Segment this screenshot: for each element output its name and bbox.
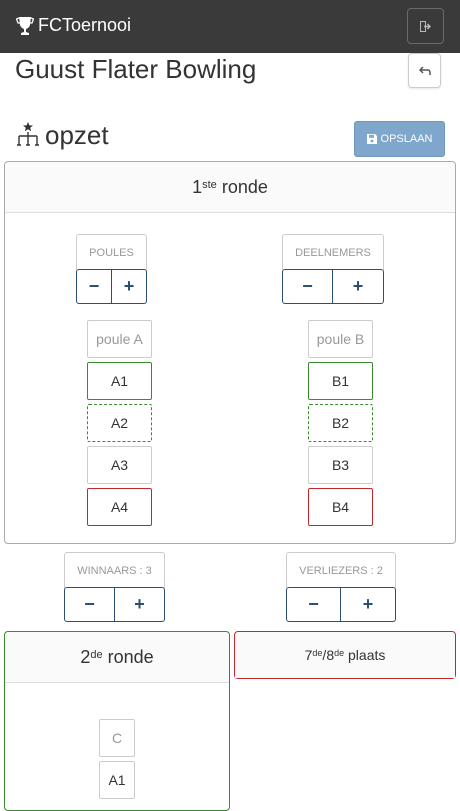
save-label: OPSLAAN <box>380 133 433 145</box>
page-title: Guust Flater Bowling <box>15 54 257 84</box>
losers-label: VERLIEZERS : 2 <box>286 552 396 588</box>
place-a3[interactable]: A3 <box>87 446 152 484</box>
round-1-number: 1 <box>192 176 203 197</box>
place-b1[interactable]: B1 <box>308 362 373 400</box>
brand-name: FCToernooi <box>38 15 132 35</box>
place-b3[interactable]: B3 <box>308 446 373 484</box>
logout-button[interactable] <box>407 8 444 44</box>
place-7-suffix: de <box>312 648 323 658</box>
navbar: FCToernooi <box>0 0 460 53</box>
winners-plus-button[interactable]: + <box>115 587 165 622</box>
sign-out-icon <box>419 20 431 32</box>
losers-plus-button[interactable]: + <box>341 587 396 622</box>
place-7-number: 7 <box>304 647 313 663</box>
reply-icon <box>418 65 431 75</box>
poule-b-header[interactable]: poule B <box>308 320 373 358</box>
back-button[interactable] <box>408 53 441 88</box>
place-a4[interactable]: A4 <box>87 488 152 526</box>
place-a1[interactable]: A1 <box>87 362 152 400</box>
place-8-number: 8 <box>326 647 335 663</box>
losers-minus-button[interactable]: − <box>286 587 341 622</box>
place-b2[interactable]: B2 <box>308 404 373 442</box>
poules-minus-button[interactable]: − <box>76 269 112 304</box>
place-b4[interactable]: B4 <box>308 488 373 526</box>
place-7-8-label: plaats <box>348 647 386 663</box>
poules-plus-button[interactable]: + <box>112 269 147 304</box>
deelnemers-plus-button[interactable]: + <box>333 269 384 304</box>
place-a2[interactable]: A2 <box>87 404 152 442</box>
section-title: opzet <box>45 120 109 150</box>
poules-label: POULES <box>76 234 147 270</box>
structure-icon <box>17 122 39 146</box>
round-2-label: ronde <box>107 646 154 667</box>
floppy-icon <box>366 134 377 144</box>
round-1-suffix: ste <box>202 179 217 191</box>
deelnemers-minus-button[interactable]: − <box>282 269 333 304</box>
brand[interactable]: FCToernooi <box>16 15 131 36</box>
winners-minus-button[interactable]: − <box>64 587 115 622</box>
place-c-a1[interactable]: A1 <box>99 761 135 799</box>
round-2-suffix: de <box>90 649 103 661</box>
poule-a-header[interactable]: poule A <box>87 320 152 358</box>
winners-label: WINNAARS : 3 <box>64 552 165 588</box>
poule-c-header[interactable]: C <box>99 719 135 757</box>
save-button[interactable]: OPSLAAN <box>354 121 445 157</box>
round-1-label: ronde <box>221 176 268 197</box>
round-2-number: 2 <box>80 646 91 667</box>
trophy-icon <box>16 16 34 35</box>
place-8-suffix: de <box>334 648 345 658</box>
deelnemers-label: DEELNEMERS <box>282 234 384 270</box>
